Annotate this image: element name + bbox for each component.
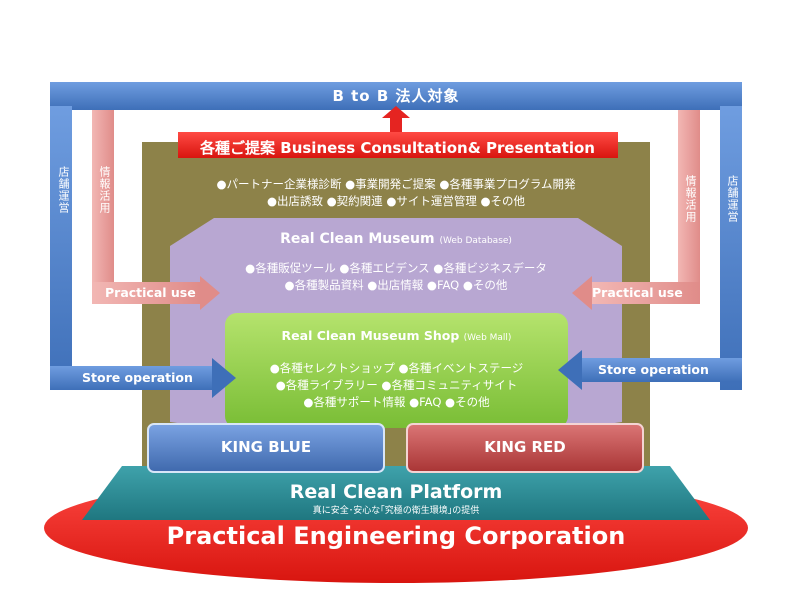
corporation-name: Practical Engineering Corporation [166,522,626,550]
info-use-vertical-right: 情報活用 [684,175,697,223]
practical-use-arrow-right [572,276,700,310]
store-operation-vertical-right: 店舗運営 [726,175,739,223]
king-blue-label: KING BLUE [220,438,312,456]
shop-items-line3: ●各種サポート情報 ●FAQ ●その他 [303,395,490,409]
top-bar-label: B to B 法人対象 [332,87,460,105]
platform-subtitle: 真に安全･安心な｢究極の衛生環境｣の提供 [312,506,480,516]
business-banner [178,132,618,158]
king-red-box [406,423,644,473]
business-items-line2: ●出店誘致 ●契約関連 ●サイト運営管理 ●その他 [266,194,526,208]
shop-items-line1: ●各種セレクトショップ ●各種イベントステージ [269,361,524,375]
up-arrow [382,106,410,136]
museum-subtitle: (Web Database) [439,236,512,246]
blue-frame [50,82,742,390]
museum-items-line2: ●各種製品資料 ●出店情報 ●FAQ ●その他 [284,278,508,292]
store-operation-arrow-left [50,358,236,398]
store-operation-label-right: Store operation [598,362,709,377]
shop-title: Real Clean Museum Shop (Web Mall) [225,328,568,343]
shop-items-line2: ●各種ライブラリー ●各種コミュニティサイト [275,378,518,392]
business-items-line1: ●パートナー企業様診断 ●事業開発ご提案 ●各種事業プログラム開発 [216,177,576,191]
platform-trapezoid [82,466,710,520]
store-operation-vertical-left: 店舗運営 [57,166,70,214]
museum-items-line1: ●各種販促ツール ●各種エビデンス ●各種ビジネスデータ [245,261,547,275]
store-operation-label-left: Store operation [82,370,193,385]
platform-title: Real Clean Platform [289,481,503,503]
shop-title-text: Real Clean Museum Shop [281,328,460,343]
practical-use-label-right: Practical use [592,285,683,300]
pink-frame [92,110,700,302]
practical-use-arrow-left [92,276,220,310]
king-red-label: KING RED [484,438,566,456]
museum-title: Real Clean Museum (Web Database) [170,231,622,247]
shop-subtitle: (Web Mall) [463,333,512,343]
business-banner-label: 各種ご提案 Business Consultation& Presentatio… [200,139,595,157]
museum-title-text: Real Clean Museum [280,231,435,247]
green-box [225,313,568,428]
info-use-vertical-left: 情報活用 [98,166,111,214]
practical-use-label-left: Practical use [105,285,196,300]
king-blue-box [147,423,385,473]
store-operation-arrow-right [558,350,742,390]
